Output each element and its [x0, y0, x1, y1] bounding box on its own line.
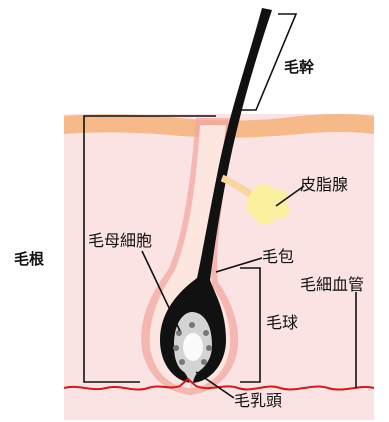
- hair-bulb-label: 毛球: [266, 313, 298, 332]
- sebaceous-gland-label: 皮脂腺: [300, 175, 348, 194]
- matrix-cell-dot: [189, 322, 195, 328]
- capillary-label: 毛細血管: [300, 275, 364, 294]
- matrix-cell-dot: [206, 345, 212, 351]
- hair-root-label: 毛根: [14, 250, 44, 268]
- hair-follicle-label: 毛包: [262, 247, 294, 266]
- matrix-cell-dot: [203, 330, 209, 336]
- papilla-core: [183, 333, 203, 361]
- matrix-cell-dot: [176, 330, 182, 336]
- matrix-cell-dot: [179, 359, 185, 365]
- matrix-cell-dot: [173, 345, 179, 351]
- hair-matrix-cell-label: 毛母細胞: [88, 231, 152, 250]
- hair-shaft-label: 毛幹: [284, 58, 315, 76]
- matrix-cell-dot: [201, 359, 207, 365]
- dermal-papilla-label: 毛乳頭: [234, 391, 282, 410]
